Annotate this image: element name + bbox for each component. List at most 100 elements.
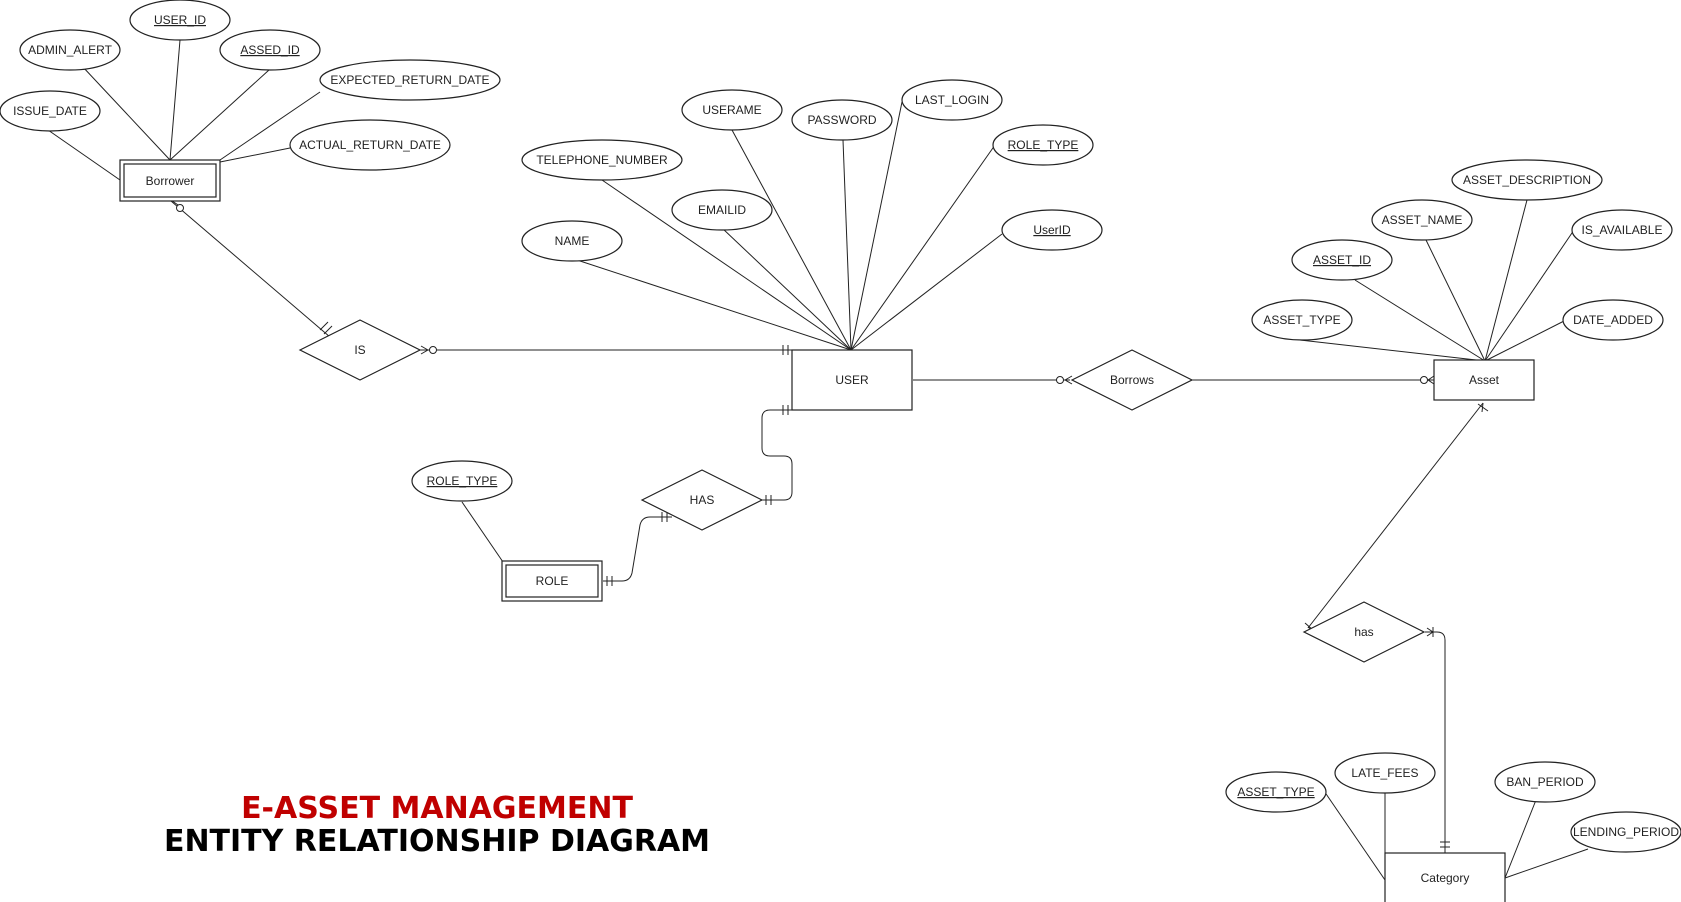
line-user-userame <box>731 129 852 351</box>
attr-asset-date-added[interactable]: DATE_ADDED <box>1562 299 1664 341</box>
relationship-is-label: IS <box>354 343 365 357</box>
line-cat-ban-period <box>1504 799 1537 879</box>
attr-label: NAME <box>555 234 590 248</box>
line-user-role-type <box>850 144 996 351</box>
relationship-borrows-label: Borrows <box>1110 373 1154 387</box>
tick-is-borrower-1 <box>319 321 329 331</box>
attr-asset-type[interactable]: ASSET_TYPE <box>1251 299 1353 341</box>
attr-label: BAN_PERIOD <box>1506 775 1584 789</box>
attr-borrower-assed-id[interactable]: ASSED_ID <box>219 29 321 71</box>
attr-borrower-issue-date[interactable]: ISSUE_DATE <box>0 90 101 132</box>
attr-user-last-login[interactable]: LAST_LOGIN <box>901 79 1003 121</box>
attr-label: EMAILID <box>698 203 746 217</box>
tick-is-borrower-2 <box>323 325 333 335</box>
attr-label: TELEPHONE_NUMBER <box>536 153 668 167</box>
attr-label: ISSUE_DATE <box>13 104 87 118</box>
attr-asset-is-available[interactable]: IS_AVAILABLE <box>1571 209 1673 251</box>
line-borrower-is <box>170 200 331 338</box>
attr-label: ASSET_ID <box>1313 253 1371 267</box>
entity-user-label: USER <box>835 373 869 387</box>
attr-asset-description[interactable]: ASSET_DESCRIPTION <box>1451 159 1603 201</box>
attr-category-ban-period[interactable]: BAN_PERIOD <box>1494 761 1596 803</box>
entity-asset-label: Asset <box>1469 373 1500 387</box>
title-line-1: E-ASSET MANAGEMENT <box>241 791 633 826</box>
crow-borrows-user-circle <box>1056 376 1064 384</box>
entity-user[interactable]: USER <box>791 349 913 411</box>
line-asset-date-added <box>1484 319 1567 362</box>
connector-lines <box>47 39 1589 881</box>
attr-label: LAST_LOGIN <box>915 93 989 107</box>
attr-user-telephone-number[interactable]: TELEPHONE_NUMBER <box>521 139 683 181</box>
attr-borrower-actual-return-date[interactable]: ACTUAL_RETURN_DATE <box>289 119 451 171</box>
relationship-borrows[interactable]: Borrows <box>1070 349 1194 411</box>
attr-label: ROLE_TYPE <box>1008 138 1079 152</box>
attr-user-role-type[interactable]: ROLE_TYPE <box>992 124 1094 166</box>
attr-label: UserID <box>1033 223 1071 237</box>
attr-label: USER_ID <box>154 13 206 27</box>
attr-user-userid[interactable]: UserID <box>1001 209 1103 251</box>
line-user-emailid <box>721 227 852 351</box>
attr-label: LATE_FEES <box>1351 766 1418 780</box>
attr-role-role-type[interactable]: ROLE_TYPE <box>411 460 513 502</box>
attr-user-userame[interactable]: USERAME <box>681 89 783 131</box>
entity-borrower[interactable]: Borrower <box>119 159 221 202</box>
line-asset-is-available <box>1484 229 1575 362</box>
entity-role[interactable]: ROLE <box>501 560 603 602</box>
attr-category-lending-period[interactable]: LENDING_PERIOD <box>1570 811 1681 853</box>
line-asset-description <box>1484 199 1528 362</box>
crow-has-cat-1 <box>1426 627 1434 633</box>
attr-label: ASSET_TYPE <box>1263 313 1340 327</box>
entity-borrower-inner <box>123 163 217 198</box>
attr-label: USERAME <box>702 103 761 117</box>
attr-label: ROLE_TYPE <box>427 474 498 488</box>
attr-asset-id[interactable]: ASSET_ID <box>1291 239 1393 281</box>
line-user-password <box>842 139 852 351</box>
crow-asset-circle <box>1420 376 1428 384</box>
line-user-has <box>761 409 793 501</box>
attr-asset-name[interactable]: ASSET_NAME <box>1371 199 1473 241</box>
crow-asset-has-2 <box>1481 402 1484 413</box>
line-borrower-actual-return <box>219 147 291 163</box>
attr-borrower-user-id[interactable]: USER_ID <box>129 0 231 41</box>
line-user-name <box>576 259 852 351</box>
relationship-is[interactable]: IS <box>298 319 422 381</box>
attr-user-emailid[interactable]: EMAILID <box>671 189 773 231</box>
entity-category-label: Category <box>1421 871 1470 885</box>
attr-label: ACTUAL_RETURN_DATE <box>299 138 441 152</box>
line-cat-asset-type <box>1321 787 1386 881</box>
line-user-last-login <box>850 101 903 351</box>
relationship-has-category[interactable]: has <box>1302 601 1426 663</box>
crow-is-circle <box>429 346 437 354</box>
line-borrower-admin-alert <box>81 65 171 161</box>
line-cat-lending-period <box>1504 848 1589 879</box>
attr-borrower-admin-alert[interactable]: ADMIN_ALERT <box>19 29 121 71</box>
crow-borrows-user-2 <box>1064 379 1073 385</box>
relationship-has-category-label: has <box>1354 625 1373 639</box>
line-borrower-issue-date <box>47 129 121 181</box>
attr-label: ADMIN_ALERT <box>28 43 112 57</box>
attr-user-name[interactable]: NAME <box>521 220 623 262</box>
line-asset-has <box>1307 402 1484 629</box>
attr-label: ASSED_ID <box>240 43 300 57</box>
attr-label: LENDING_PERIOD <box>1573 825 1679 839</box>
entity-asset[interactable]: Asset <box>1433 359 1535 401</box>
attr-label: ASSET_TYPE <box>1237 785 1314 799</box>
attr-category-late-fees[interactable]: LATE_FEES <box>1334 752 1436 794</box>
crowfoot-borrower-circle <box>176 204 184 212</box>
line-borrower-user-id <box>169 39 181 161</box>
entity-category[interactable]: Category <box>1384 852 1506 902</box>
line-user-telephone <box>601 179 852 351</box>
attr-label: DATE_ADDED <box>1573 313 1653 327</box>
attr-label: PASSWORD <box>807 113 876 127</box>
attr-user-password[interactable]: PASSWORD <box>791 99 893 141</box>
line-asset-asset-name <box>1425 239 1486 362</box>
diagram-title: E-ASSET MANAGEMENT ENTITY RELATIONSHIP D… <box>164 791 710 859</box>
relationship-has-role[interactable]: HAS <box>640 469 764 531</box>
attr-category-asset-type[interactable]: ASSET_TYPE <box>1225 771 1327 813</box>
line-role-role-type <box>461 501 504 563</box>
crow-asset-1 <box>1427 375 1435 381</box>
crow-has-cat-2 <box>1426 631 1434 637</box>
line-asset-asset-id <box>1354 279 1486 362</box>
attr-borrower-expected-return-date[interactable]: EXPECTED_RETURN_DATE <box>319 59 501 101</box>
